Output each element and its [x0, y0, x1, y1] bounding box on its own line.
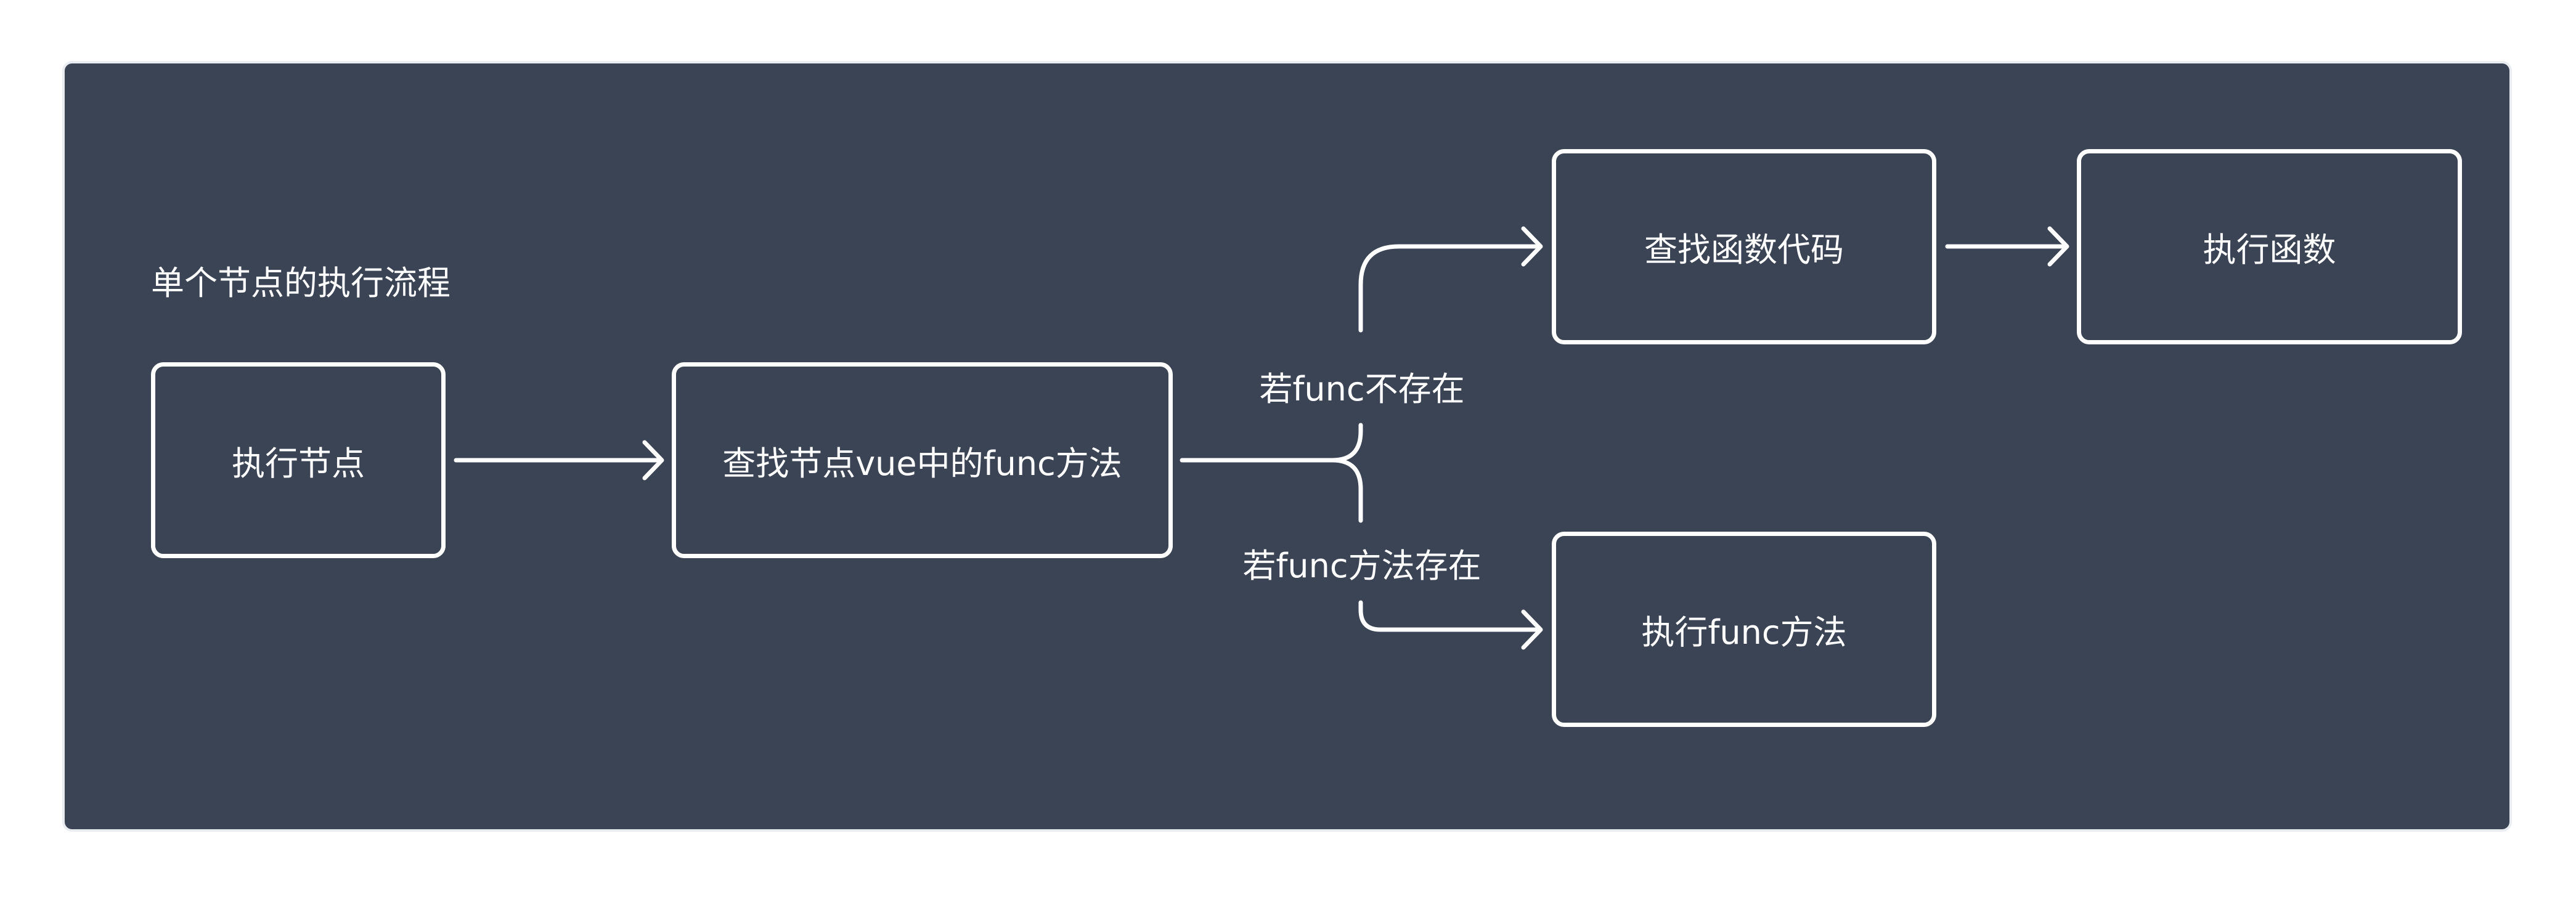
node-execute-func-method-label: 执行func方法 [1641, 613, 1847, 652]
arrowhead-find [642, 440, 664, 481]
node-execute-function-label: 执行函数 [2203, 230, 2336, 269]
node-execute-function: 执行函数 [2077, 149, 2462, 344]
edge-branch-exists-lower [1358, 600, 1542, 632]
node-execute-node-label: 执行节点 [232, 444, 365, 483]
edge-label-func-exists: 若func方法存在 [1242, 546, 1482, 585]
node-find-func: 查找节点vue中的func方法 [672, 362, 1173, 558]
diagram-canvas [62, 61, 2512, 832]
node-execute-func-method: 执行func方法 [1552, 532, 1936, 727]
arrowhead-find-code [1521, 226, 1543, 267]
edge-branch-not-exists-upper [1358, 244, 1542, 333]
node-find-function-code-label: 查找函数代码 [1644, 230, 1844, 269]
arrowhead-execute-function [2047, 226, 2069, 267]
arrowhead-execute-func [1521, 609, 1543, 650]
edge-branch-not-exists [1330, 423, 1363, 463]
node-find-func-label: 查找节点vue中的func方法 [722, 444, 1122, 483]
node-find-function-code: 查找函数代码 [1552, 149, 1936, 344]
edge-label-func-not-exists: 若func不存在 [1259, 370, 1465, 408]
diagram-title: 单个节点的执行流程 [151, 264, 450, 302]
edge-branch-exists [1330, 458, 1363, 523]
node-execute-node: 执行节点 [151, 362, 446, 558]
